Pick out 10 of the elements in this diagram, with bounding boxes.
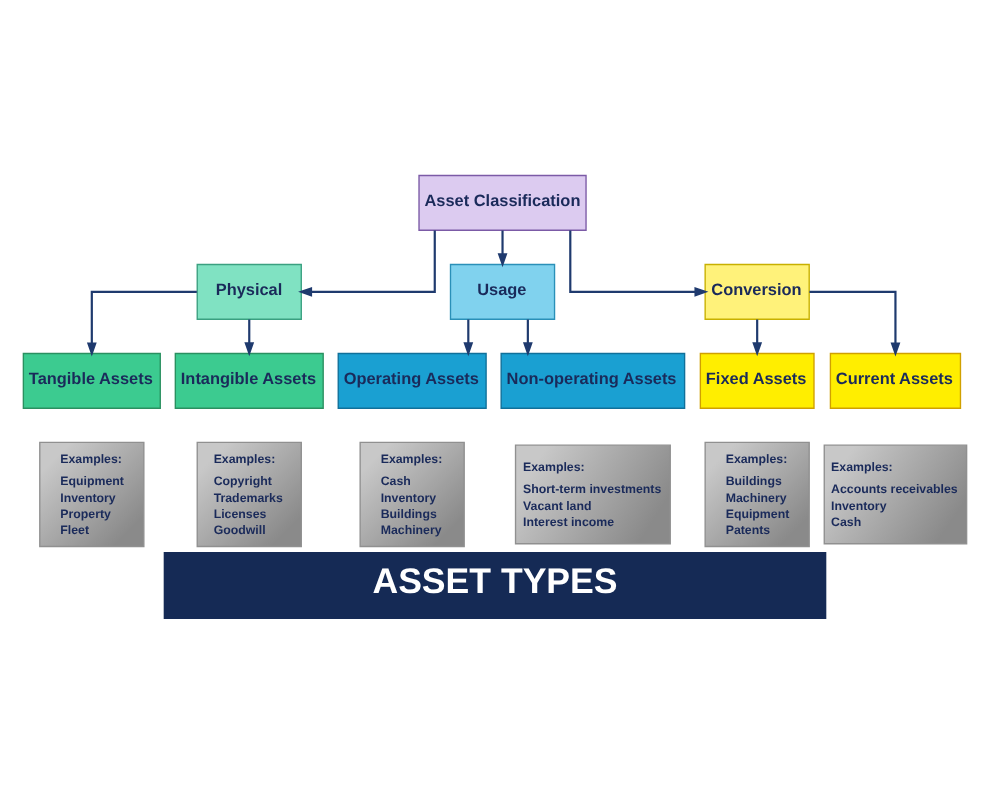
arrow — [86, 290, 197, 357]
arrow — [298, 230, 436, 297]
arrow — [569, 230, 709, 297]
arrow — [752, 319, 763, 357]
arrow — [522, 319, 533, 357]
arrow — [463, 319, 474, 357]
arrow — [244, 319, 255, 357]
diagram-title: ASSET TYPES — [372, 561, 618, 602]
arrow — [809, 290, 901, 357]
arrow — [497, 230, 508, 268]
